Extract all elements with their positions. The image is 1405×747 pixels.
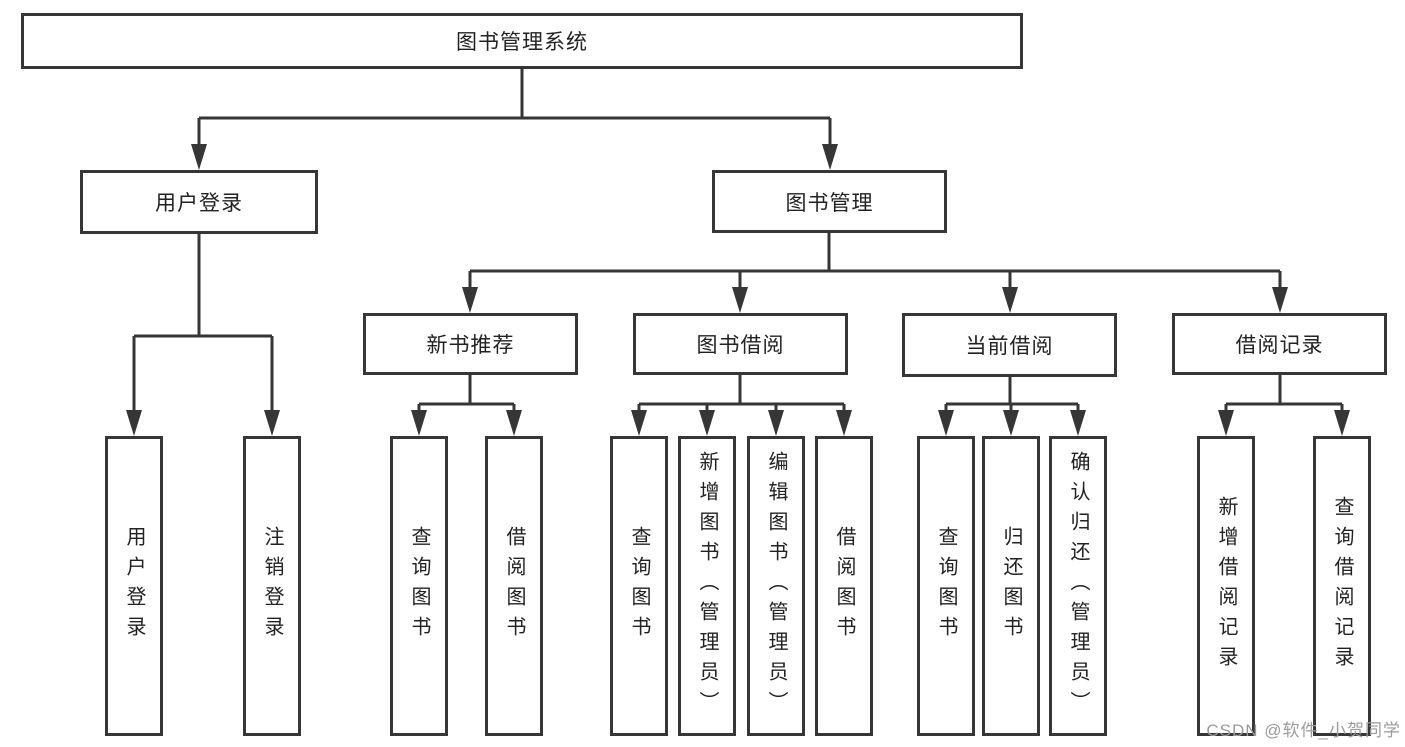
leaf-user-login: 用户登录 bbox=[105, 436, 163, 736]
edge-user-login-to-leaves bbox=[132, 234, 274, 412]
leaf-recommend-borrow-books: 借阅图书 bbox=[485, 436, 543, 736]
node-root-label: 图书管理系统 bbox=[456, 31, 588, 54]
leaf-records-add-borrow-record-label: 新增借阅记录 bbox=[1215, 496, 1237, 676]
leaf-borrowing-borrow-books-label: 借阅图书 bbox=[833, 526, 855, 646]
arrowheads bbox=[126, 144, 1350, 436]
leaf-borrowing-add-books-admin-label: 新增图书（管理员） bbox=[696, 451, 718, 721]
node-user-login: 用户登录 bbox=[80, 170, 318, 234]
node-current-borrowing-label: 当前借阅 bbox=[965, 335, 1054, 358]
edge-root-to-level2 bbox=[197, 66, 832, 146]
node-borrowing-records: 借阅记录 bbox=[1172, 313, 1387, 375]
edge-borrowing-records-to-leaves bbox=[1224, 375, 1344, 412]
edge-current-borrowing-to-leaves bbox=[944, 377, 1080, 412]
leaf-current-confirm-return-admin: 确认归还（管理员） bbox=[1049, 436, 1107, 736]
leaf-recommend-query-books-label: 查询图书 bbox=[408, 526, 430, 646]
leaf-borrowing-edit-books-admin-label: 编辑图书（管理员） bbox=[765, 451, 787, 721]
node-borrowing-records-label: 借阅记录 bbox=[1235, 334, 1324, 357]
leaf-current-query-books: 查询图书 bbox=[917, 436, 975, 736]
node-book-management: 图书管理 bbox=[712, 170, 947, 233]
leaf-borrowing-query-books-label: 查询图书 bbox=[628, 526, 650, 646]
node-user-login-label: 用户登录 bbox=[155, 192, 243, 215]
leaf-recommend-borrow-books-label: 借阅图书 bbox=[503, 526, 525, 646]
leaf-borrowing-edit-books-admin: 编辑图书（管理员） bbox=[747, 436, 805, 736]
leaf-records-query-borrow-record: 查询借阅记录 bbox=[1313, 436, 1371, 736]
edge-book-borrowing-to-leaves bbox=[637, 375, 846, 412]
leaf-user-login-label: 用户登录 bbox=[123, 526, 145, 646]
leaf-records-add-borrow-record: 新增借阅记录 bbox=[1197, 436, 1255, 736]
leaf-records-query-borrow-record-label: 查询借阅记录 bbox=[1331, 496, 1353, 676]
leaf-borrowing-add-books-admin: 新增图书（管理员） bbox=[678, 436, 736, 736]
node-new-book-recommend-label: 新书推荐 bbox=[426, 334, 515, 357]
leaf-current-confirm-return-admin-label: 确认归还（管理员） bbox=[1067, 451, 1089, 721]
node-book-borrowing-label: 图书借阅 bbox=[696, 334, 785, 357]
leaf-current-return-books: 归还图书 bbox=[982, 436, 1040, 736]
node-root: 图书管理系统 bbox=[21, 13, 1023, 69]
node-book-management-label: 图书管理 bbox=[785, 191, 874, 215]
leaf-current-query-books-label: 查询图书 bbox=[935, 526, 957, 646]
leaf-recommend-query-books: 查询图书 bbox=[390, 436, 448, 736]
edge-book-management-to-level3 bbox=[468, 233, 1282, 289]
leaf-logout-label: 注销登录 bbox=[261, 526, 283, 646]
leaf-borrowing-query-books: 查询图书 bbox=[610, 436, 668, 736]
leaf-logout: 注销登录 bbox=[243, 436, 301, 736]
edge-new-book-recommend-to-leaves bbox=[417, 375, 516, 412]
node-current-borrowing: 当前借阅 bbox=[902, 313, 1117, 377]
watermark-text: CSDN @软件_小贺同学 bbox=[1206, 721, 1401, 740]
node-book-borrowing: 图书借阅 bbox=[633, 313, 848, 375]
leaf-current-return-books-label: 归还图书 bbox=[1000, 526, 1022, 646]
node-new-book-recommend: 新书推荐 bbox=[363, 313, 578, 375]
leaf-borrowing-borrow-books: 借阅图书 bbox=[815, 436, 873, 736]
